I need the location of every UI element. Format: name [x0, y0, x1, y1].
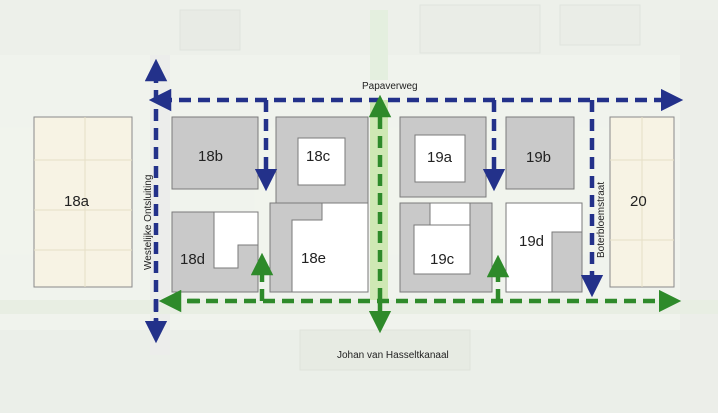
block-18b — [171, 116, 259, 190]
blue-route — [144, 58, 684, 344]
street-left: Westelijke Ontsluiting — [143, 175, 154, 270]
building-18a — [33, 116, 133, 288]
label-18e: 18e — [301, 250, 326, 267]
building-20-detail — [610, 117, 674, 287]
label-19d: 19d — [519, 233, 544, 250]
block-19d — [505, 202, 583, 293]
label-18b: 18b — [198, 148, 223, 165]
block-19b — [505, 116, 575, 190]
block-19a — [399, 116, 487, 198]
label-18c: 18c — [306, 148, 331, 165]
label-19a: 19a — [427, 149, 453, 166]
green-route — [158, 94, 682, 334]
label-20: 20 — [630, 193, 647, 210]
block-18d — [171, 211, 259, 293]
block-19c — [399, 202, 493, 293]
label-19c: 19c — [430, 251, 455, 268]
street-right: Boterbloemstraat — [596, 182, 607, 258]
label-18d: 18d — [180, 251, 205, 268]
label-19b: 19b — [526, 149, 551, 166]
building-18a-detail — [34, 117, 132, 287]
block-18e — [269, 202, 369, 293]
street-bottom: Johan van Hasseltkanaal — [337, 350, 449, 361]
label-18a: 18a — [64, 193, 90, 210]
street-top: Papaverweg — [362, 81, 418, 92]
